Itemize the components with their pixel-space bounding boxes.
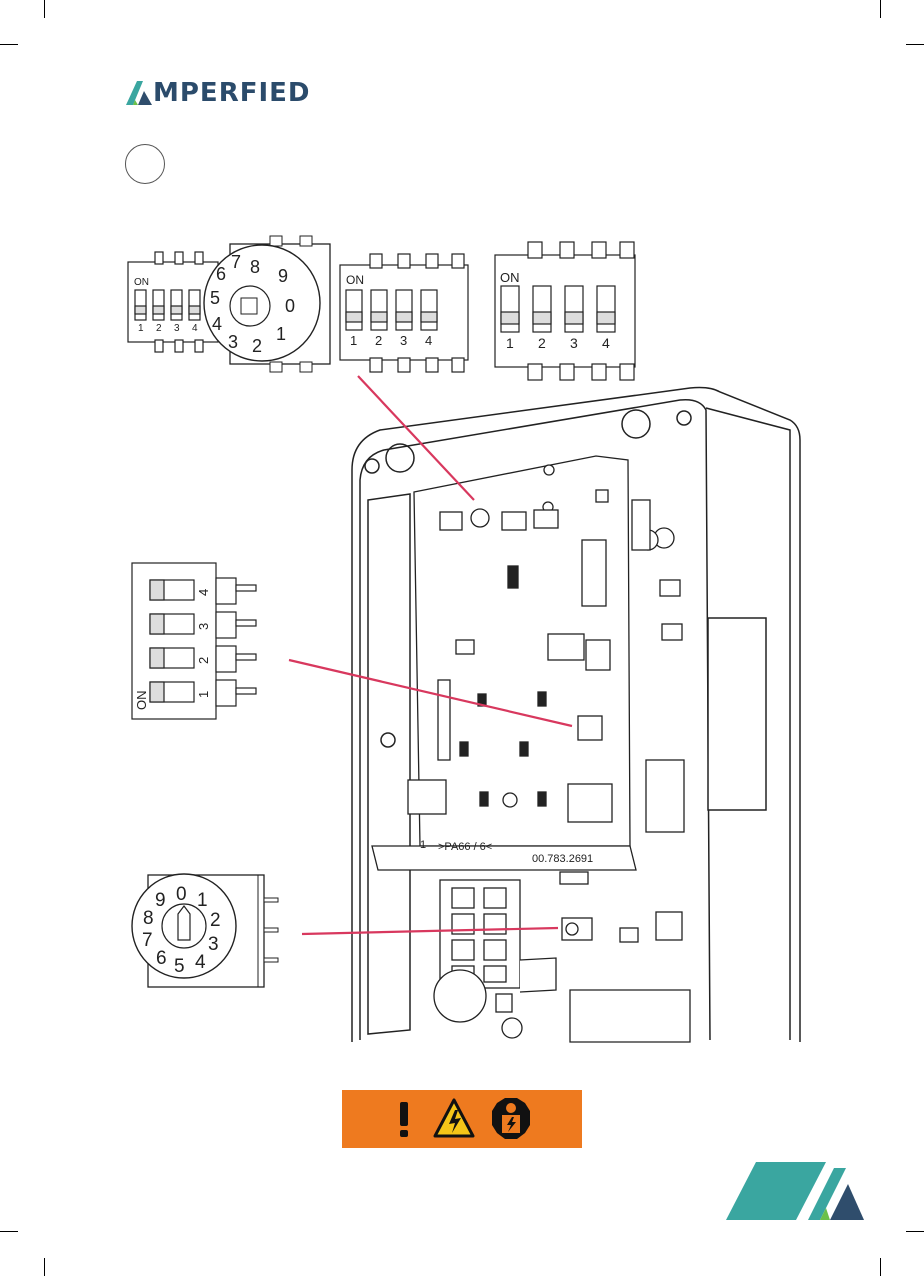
- rotary-bottom-digit-9: 9: [155, 890, 166, 911]
- dip-top-left-pos-4: 4: [192, 323, 198, 334]
- pcb-material-label: >PA66 / 6<: [438, 841, 492, 853]
- high-voltage-icon: [435, 1100, 473, 1136]
- dip-top-mid-on-label: ON: [346, 273, 364, 287]
- dip-left-on-label: ON: [134, 691, 149, 711]
- rotary-bottom-digit-7: 7: [142, 930, 153, 951]
- corner-brand-logo: [726, 1162, 864, 1220]
- dip-top-right-pos-4: 4: [602, 335, 610, 351]
- rotary-top-digit-2: 2: [252, 336, 262, 356]
- rotary-bottom-digit-3: 3: [208, 934, 219, 955]
- dip-switch-top-mid: [340, 254, 468, 372]
- rotary-bottom-digit-6: 6: [156, 948, 167, 969]
- dip-top-mid-pos-4: 4: [425, 333, 432, 348]
- dip-top-mid-pos-2: 2: [375, 333, 382, 348]
- exclamation-icon: [400, 1102, 408, 1137]
- rotary-top-digit-3: 3: [228, 332, 238, 352]
- rotary-top-digit-1: 1: [276, 324, 286, 344]
- dip-top-right-pos-2: 2: [538, 335, 546, 351]
- rotary-top-digit-8: 8: [250, 257, 260, 277]
- dip-switch-top-right: [495, 242, 635, 380]
- rotary-bottom-digit-4: 4: [195, 952, 206, 973]
- rotary-top-digit-6: 6: [216, 264, 226, 284]
- rotary-switch-top: [204, 236, 330, 372]
- rotary-top-digit-4: 4: [212, 314, 222, 334]
- dip-top-left-pos-1: 1: [138, 323, 144, 334]
- dip-top-right-pos-3: 3: [570, 335, 578, 351]
- dip-top-right-on-label: ON: [500, 270, 520, 285]
- dip-left-pos-2: 2: [196, 657, 211, 664]
- dip-top-right-pos-1: 1: [506, 335, 514, 351]
- rotary-bottom-digit-0: 0: [176, 884, 187, 905]
- rotary-bottom-digit-5: 5: [174, 956, 185, 977]
- rotary-bottom-digit-2: 2: [210, 910, 221, 931]
- pcb-part-number: 00.783.2691: [532, 853, 593, 865]
- dip-left-pos-1: 1: [196, 691, 211, 698]
- warning-banner: [342, 1090, 582, 1148]
- rotary-top-digit-9: 9: [278, 266, 288, 286]
- dip-top-left-pos-2: 2: [156, 323, 162, 334]
- dip-switch-left: [132, 563, 256, 719]
- dip-top-left-on-label: ON: [134, 277, 149, 288]
- rotary-bottom-digit-8: 8: [143, 908, 154, 929]
- dip-left-pos-3: 3: [196, 623, 211, 630]
- pcb-marker: 1: [420, 839, 426, 851]
- rotary-top-digit-7: 7: [231, 252, 241, 272]
- rotary-top-digit-5: 5: [210, 288, 220, 308]
- rotary-top-digit-0: 0: [285, 296, 295, 316]
- rotary-bottom-digit-1: 1: [197, 890, 208, 911]
- electrician-icon: [492, 1098, 530, 1139]
- dip-top-mid-pos-1: 1: [350, 333, 357, 348]
- dip-left-pos-4: 4: [196, 589, 211, 596]
- pcb-board: [408, 456, 630, 846]
- dip-top-left-pos-3: 3: [174, 323, 180, 334]
- dip-top-mid-pos-3: 3: [400, 333, 407, 348]
